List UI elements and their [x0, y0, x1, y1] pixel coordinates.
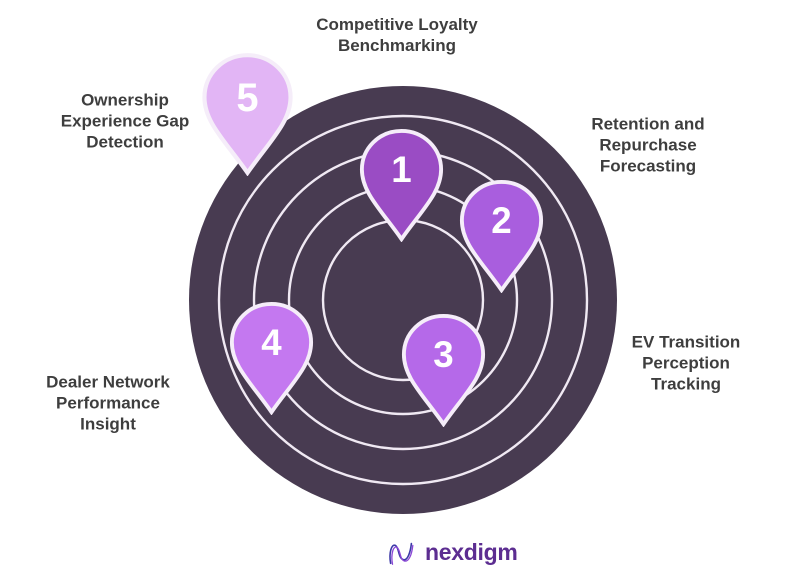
pin-4: 4 [223, 301, 320, 415]
pin-3-number: 3 [433, 334, 453, 375]
pin-3: 3 [395, 313, 492, 427]
label-dealer-network-performance-insight: Dealer Network Performance Insight [46, 372, 170, 434]
pin-2-number: 2 [491, 200, 511, 241]
nexdigm-logo-icon [389, 542, 414, 565]
brand-name: nexdigm [425, 538, 518, 565]
label-ev-transition-perception-tracking: EV Transition Perception Tracking [631, 332, 741, 394]
pin-2-shape [459, 179, 544, 293]
pin-2: 2 [453, 179, 550, 293]
pin-1: 1 [353, 128, 450, 242]
pin-1-shape [359, 128, 444, 242]
pin-5-number: 5 [236, 76, 258, 120]
label-competitive-loyalty-benchmarking: Competitive Loyalty Benchmarking [316, 15, 478, 55]
pin-5: 5 [195, 52, 300, 176]
label-ownership-experience-gap-detection: Ownership Experience Gap Detection [60, 90, 190, 152]
pin-4-shape [229, 301, 314, 415]
pin-5-shape [202, 53, 293, 176]
pin-3-shape [401, 313, 486, 427]
label-retention-repurchase-forecasting: Retention and Repurchase Forecasting [591, 114, 705, 176]
pin-4-number: 4 [261, 322, 282, 363]
pin-1-number: 1 [391, 149, 411, 190]
brand-footer: nexdigm [384, 534, 518, 570]
ring-1 [217, 114, 589, 486]
